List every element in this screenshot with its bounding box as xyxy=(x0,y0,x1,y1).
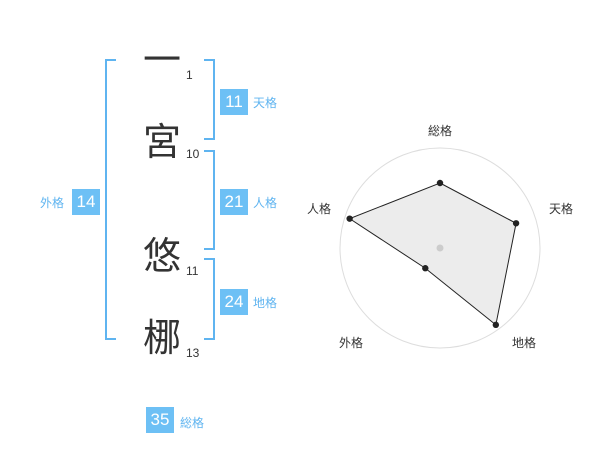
stroke-count-1: 1 xyxy=(186,68,193,82)
name-char-3: 悠 xyxy=(142,234,181,278)
radar-point-2 xyxy=(512,220,520,227)
tenkaku-label: 天格 xyxy=(253,96,278,110)
radar-label-soukaku: 総格 xyxy=(427,124,452,138)
gaikaku-bracket xyxy=(105,59,116,340)
tenkaku-value-badge: 11 xyxy=(220,89,248,115)
jinkaku-value-badge: 21 xyxy=(220,189,248,215)
tenkaku-bracket xyxy=(204,59,215,140)
soukaku-value-badge: 35 xyxy=(146,407,174,433)
radar-points xyxy=(346,179,520,329)
radar-point-3 xyxy=(492,321,500,329)
stroke-count-3: 11 xyxy=(186,264,199,278)
stroke-count-2: 10 xyxy=(186,147,200,161)
name-char-4: 梛 xyxy=(142,316,181,360)
radar-point-4 xyxy=(422,265,429,272)
chikaku-bracket xyxy=(204,258,215,340)
radar-point-5 xyxy=(346,215,353,222)
radar-label-jinkaku: 人格 xyxy=(306,202,331,216)
radar-point-1 xyxy=(436,179,444,187)
jinkaku-bracket xyxy=(204,150,215,250)
gaikaku-value-badge: 14 xyxy=(72,189,100,215)
gaikaku-label: 外格 xyxy=(40,196,65,210)
chikaku-value-badge: 24 xyxy=(220,289,248,315)
chikaku-label: 地格 xyxy=(253,296,278,310)
radar-label-tenkaku: 天格 xyxy=(548,202,573,216)
radar-label-gaikaku: 外格 xyxy=(338,336,363,350)
stroke-count-4: 13 xyxy=(186,346,200,360)
radar-center-dot xyxy=(436,244,444,252)
name-char-1: 一 xyxy=(142,38,181,82)
jinkaku-label: 人格 xyxy=(253,196,278,210)
name-char-2: 宮 xyxy=(142,120,181,164)
radar-label-chikaku: 地格 xyxy=(511,336,536,350)
radar-polygon xyxy=(348,182,517,326)
soukaku-label: 総格 xyxy=(180,416,205,430)
